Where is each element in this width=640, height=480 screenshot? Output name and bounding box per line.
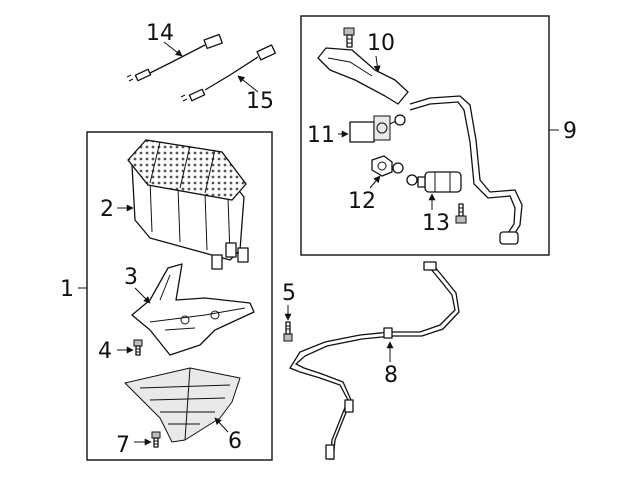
purge-valve [349,115,399,143]
callout-14: 14 [146,21,174,46]
bolt-4 [133,339,143,356]
bolt-10 [343,27,355,48]
callout-13: 13 [422,211,450,236]
vapor-hose [409,95,523,245]
callout-6: 6 [228,429,242,454]
oxygen-sensor-lower [180,44,277,102]
group-box-left [86,131,273,461]
callout-15: 15 [246,89,274,114]
oxygen-sensor-upper [126,33,223,82]
callout-10: 10 [367,31,395,56]
callout-7: 7 [116,433,130,458]
wiring-harness [289,261,460,461]
hose-fitting-12 [371,155,404,177]
leader-12 [369,175,381,189]
bolt-13 [455,203,467,224]
callout-5: 5 [282,281,296,306]
hose-clamp-upper [394,114,406,126]
callout-4: 4 [98,339,112,364]
splash-shield [124,367,241,443]
callout-12: 12 [348,189,376,214]
bolt-7 [151,431,161,448]
callout-2: 2 [100,197,114,222]
vapor-canister [127,139,249,270]
hose-clamp-lower [406,174,418,186]
leader-6 [214,417,229,433]
group-box-right [300,15,550,256]
callout-11: 11 [307,123,335,148]
callout-3: 3 [124,265,138,290]
callout-8: 8 [384,363,398,388]
callout-9: 9 [563,119,577,144]
callout-1: 1 [60,277,74,302]
leader-3 [134,287,151,304]
fuel-filter [417,171,462,193]
canister-bracket [131,263,255,356]
valve-bracket [317,47,409,105]
leader-15 [237,75,259,93]
leader-14 [163,41,183,57]
leader-10 [373,55,381,73]
bolt-5 [283,321,293,342]
